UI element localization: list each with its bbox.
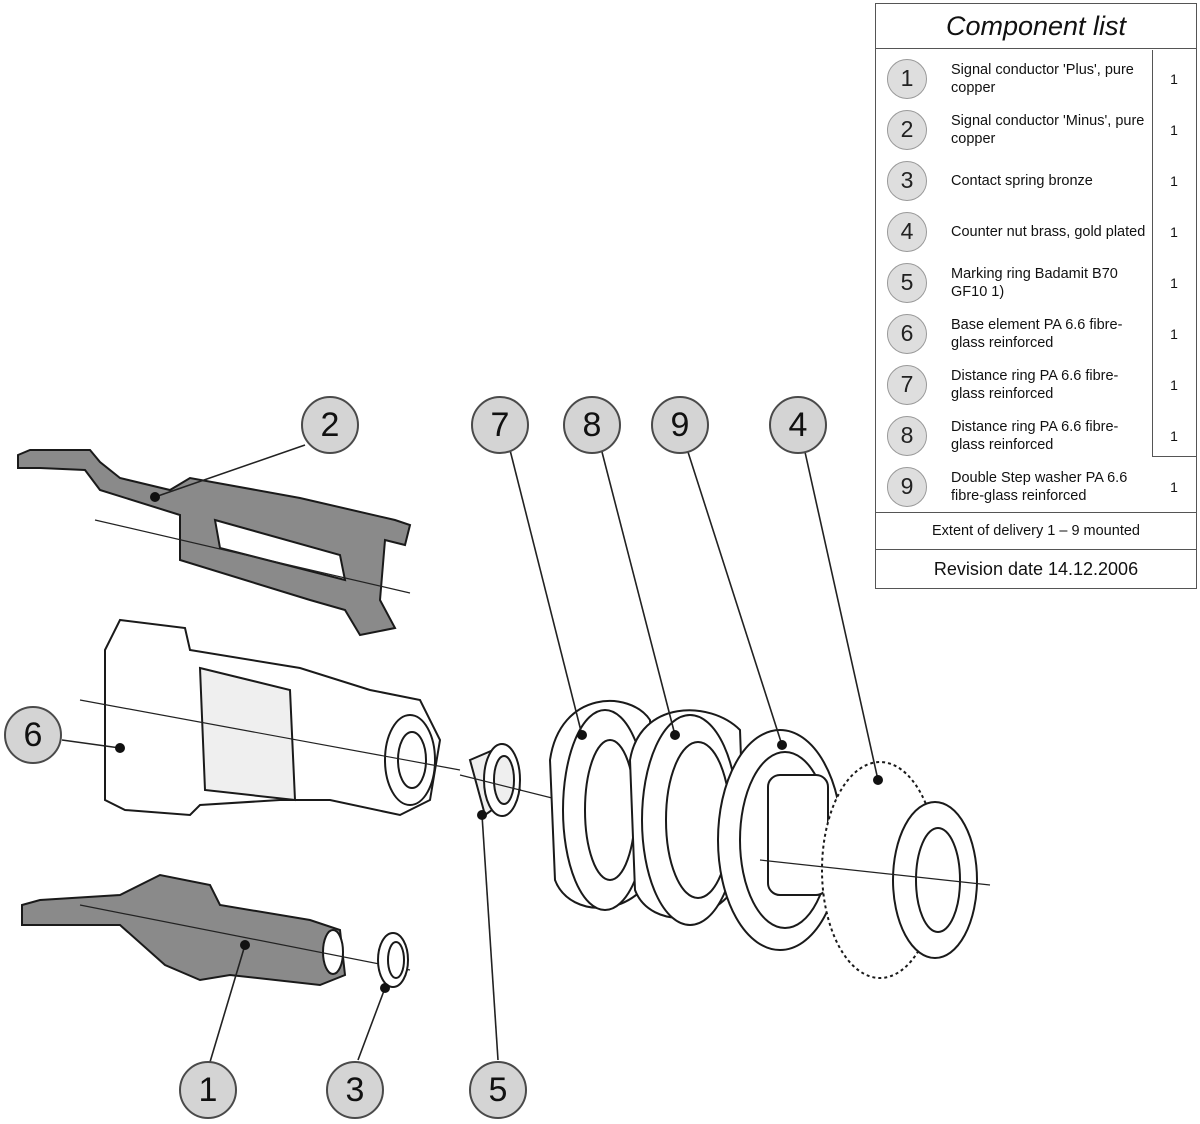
callout-8: 8 [563, 396, 621, 454]
component-number: 7 [887, 364, 927, 405]
part-counter-nut [759, 761, 991, 979]
component-row: 1 Signal conductor 'Plus', pure copper 1 [876, 53, 1196, 104]
svg-text:9: 9 [671, 406, 690, 444]
svg-text:4: 4 [789, 406, 808, 444]
component-row: 4 Counter nut brass, gold plated 1 [876, 206, 1196, 257]
component-quantity: 1 [1170, 172, 1178, 189]
component-description: Distance ring PA 6.6 fibre-glass reinfor… [951, 418, 1119, 453]
part-distance-ring-8 [628, 709, 747, 926]
component-row: 8 Distance ring PA 6.6 fibre-glass reinfo… [876, 410, 1196, 461]
revision-date: Revision date 14.12.2006 [876, 549, 1196, 588]
component-number: 4 [887, 211, 927, 252]
part-signal-conductor-minus [17, 449, 412, 637]
svg-text:2: 2 [321, 406, 340, 444]
part-double-step-washer [717, 729, 843, 951]
component-number: 3 [887, 160, 927, 201]
svg-text:6: 6 [24, 716, 43, 754]
part-contact-spring [377, 932, 409, 988]
row9-qty-divider [1152, 456, 1196, 515]
svg-text:3: 3 [346, 1071, 365, 1109]
component-number: 1 [887, 58, 927, 99]
callout-2: 2 [301, 396, 359, 454]
svg-text:5: 5 [489, 1071, 508, 1109]
part-marking-ring [459, 743, 561, 817]
component-description: Base element PA 6.6 fibre-glass reinforc… [951, 316, 1123, 351]
part-signal-conductor-plus [21, 873, 411, 987]
component-description: Signal conductor 'Plus', pure copper [951, 61, 1134, 96]
component-number: 5 [887, 262, 927, 303]
component-row: 6 Base element PA 6.6 fibre-glass reinfor… [876, 308, 1196, 359]
component-list-title: Component list [876, 4, 1196, 49]
svg-text:7: 7 [491, 406, 510, 444]
component-quantity: 1 [1170, 223, 1178, 240]
component-description: Marking ring Badamit B70 GF10 1) [951, 265, 1118, 300]
callout-4: 4 [769, 396, 827, 454]
component-row: 9 Double Step washer PA 6.6 fibre-glass r… [876, 461, 1196, 512]
qty-column-divider [1152, 50, 1153, 456]
component-number: 2 [887, 109, 927, 150]
component-quantity: 1 [1170, 274, 1178, 291]
component-description: Contact spring bronze [951, 172, 1093, 189]
component-number: 9 [887, 466, 927, 507]
component-quantity: 1 [1170, 376, 1178, 393]
svg-text:1: 1 [199, 1071, 218, 1109]
callout-6: 6 [4, 706, 62, 764]
component-row: 5 Marking ring Badamit B70 GF10 1) 1 [876, 257, 1196, 308]
component-list-table: Component list 1 Signal conductor 'Plus',… [875, 3, 1197, 589]
callout-7: 7 [471, 396, 529, 454]
delivery-extent: Extent of delivery 1 – 9 mounted [876, 512, 1196, 549]
component-number: 8 [887, 415, 927, 456]
component-row: 2 Signal conductor 'Minus', pure copper 1 [876, 104, 1196, 155]
component-row: 3 Contact spring bronze 1 [876, 155, 1196, 206]
leader-lines [61, 444, 883, 1063]
callout-9: 9 [651, 396, 709, 454]
component-description: Signal conductor 'Minus', pure copper [951, 112, 1145, 147]
component-description: Double Step washer PA 6.6 fibre-glass re… [951, 469, 1128, 504]
callout-1: 1 [179, 1061, 237, 1119]
part-base-element [79, 618, 461, 817]
component-quantity: 1 [1170, 427, 1178, 444]
svg-text:8: 8 [583, 406, 602, 444]
component-quantity: 1 [1170, 70, 1178, 87]
callout-3: 3 [326, 1061, 384, 1119]
component-quantity: 1 [1170, 325, 1178, 342]
component-description: Distance ring PA 6.6 fibre-glass reinfor… [951, 367, 1119, 402]
component-number: 6 [887, 313, 927, 354]
component-quantity: 1 [1170, 121, 1178, 138]
component-quantity: 1 [1170, 478, 1178, 495]
callout-5: 5 [469, 1061, 527, 1119]
component-description: Counter nut brass, gold plated [951, 223, 1146, 240]
component-row: 7 Distance ring PA 6.6 fibre-glass reinfo… [876, 359, 1196, 410]
